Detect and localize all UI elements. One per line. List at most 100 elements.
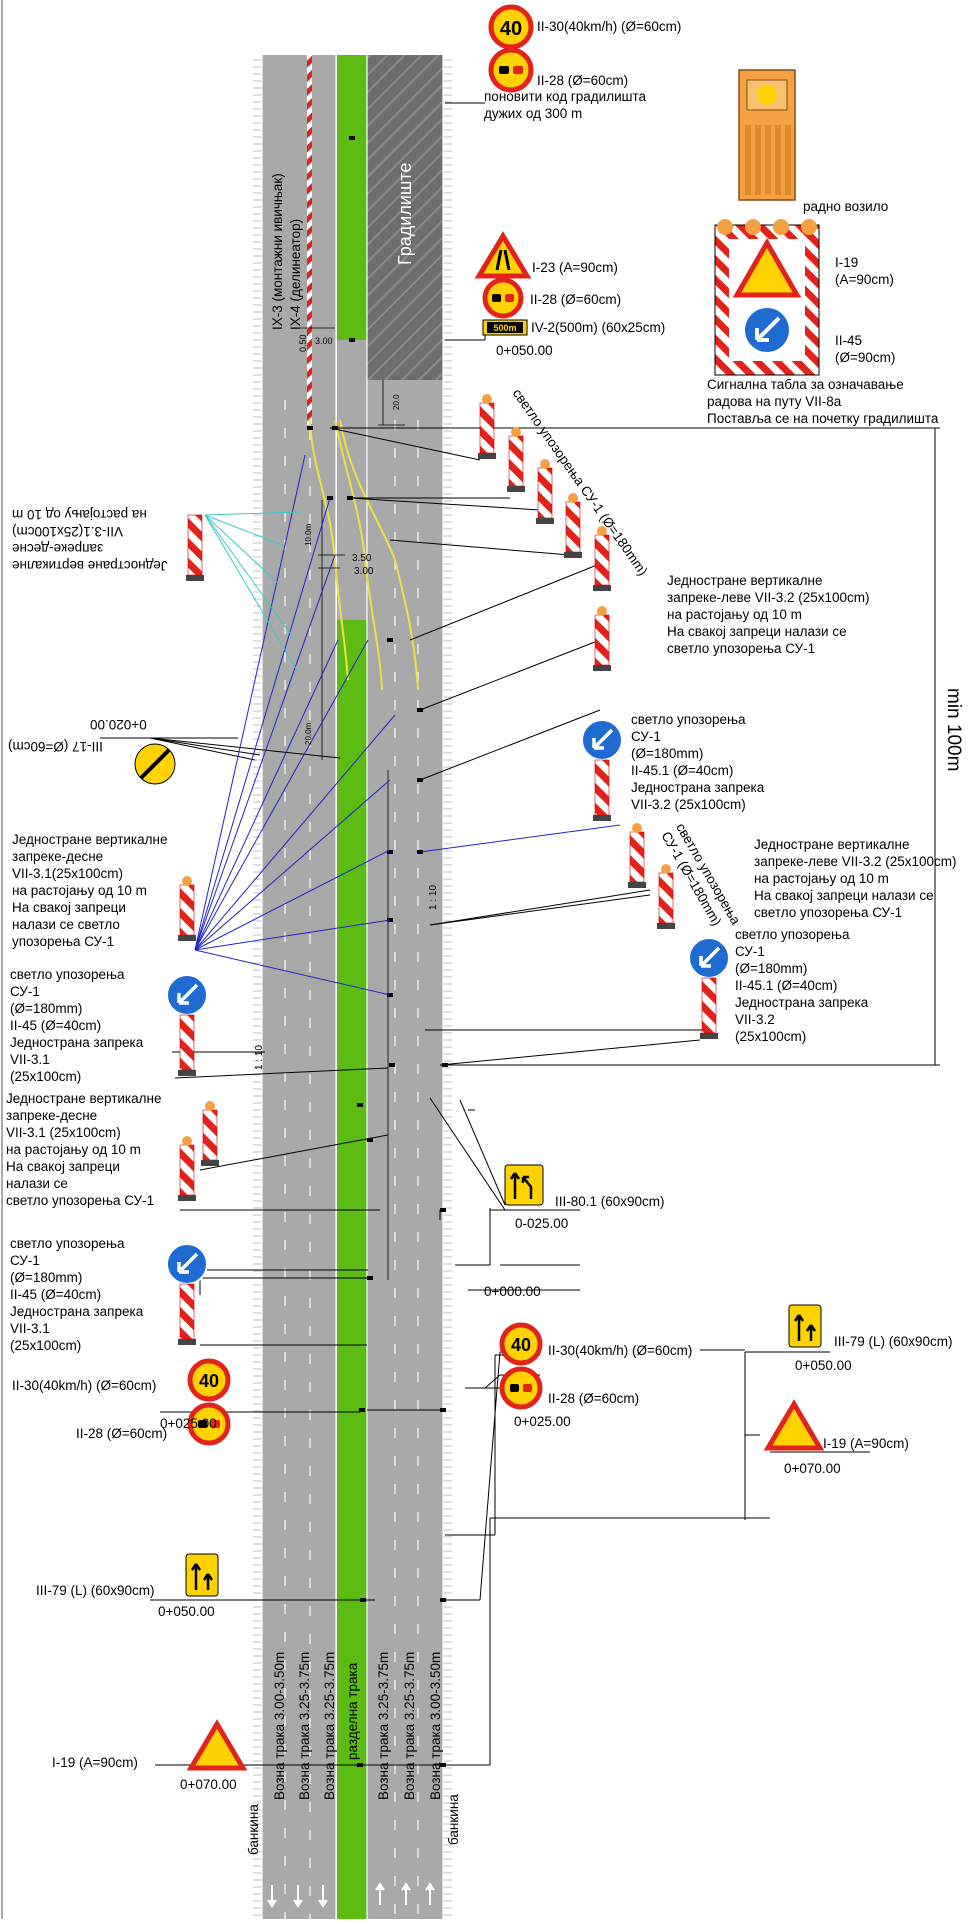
end-restriction-sign-icon [134,743,176,785]
keep-side-sign-icon [166,1243,208,1285]
left-barriers-flipped-label: Једностране вертикалне запреке-десне VII… [12,507,168,573]
left-barriers-a-label: Једностране вертикалне запреке-десне VII… [12,832,168,949]
dim-label-300: 3.00 [315,336,333,346]
barrier-icon [536,459,554,524]
delineator-taper [309,419,419,691]
keep-side-sign-icon [688,937,730,979]
warning-lamp-icon [568,493,578,503]
warning-lamp-icon [205,1101,215,1111]
road-narrows-sign-icon [474,231,532,279]
barrier-node [440,1408,446,1412]
worksite-label: Градилиште [395,162,415,265]
barrier-group [166,394,730,1345]
left-iii79-label: III-79 (L) (60x90cm) [36,1583,155,1598]
speed-limit-sign-icon: 40 [488,4,534,50]
median-hatch-zone [337,340,367,620]
lane-label-l1: Возна трака 3.00-3.50m [272,1651,287,1800]
left-chainage-025: 0+025.00 [160,1416,217,1431]
barrier-icon [178,1136,196,1201]
top-ii30-label: II-30(40km/h) (Ø=60cm) [537,19,682,34]
i23-label: I-23 (A=90cm) [532,260,618,275]
barrier-node [367,1138,373,1142]
dim-label-300b: 3.00 [354,566,374,577]
road-left-carriageway [262,55,336,1919]
work-vehicle-label: радно возило [803,199,889,214]
warning-lamp-icon [182,1136,192,1146]
lane-label-l3: Возна трака 3.25-3.75m [322,1651,337,1800]
barrier-node [359,1408,365,1412]
right-barriers-1-label: Једностране вертикалне запреке-леве VII-… [667,573,870,656]
median-label: разделна трака [345,1662,360,1760]
signal-board-icon [714,219,820,376]
lane-label-r3: Возна трака 3.00-3.50m [428,1651,443,1800]
left-chainage-050: 0+050.00 [158,1604,215,1619]
barrier-icon [178,876,196,941]
speed-sign-number: 40 [500,18,522,40]
right-chainage-070: 0+070.00 [784,1461,841,1476]
dim-label-200: 20.0 [392,394,401,410]
distance-plate-icon: 500m [482,319,528,336]
barrier-icon [700,977,718,1039]
work-vehicle-icon [738,69,796,201]
distance-plate-text: 500m [493,323,516,333]
warning-lamp-icon [661,864,671,874]
barrier-icon [657,864,675,929]
ratio-label-b: 1 : 10 [428,884,439,910]
iii80-label: III-80.1 (60x90cm) [555,1194,665,1209]
right-i19-label: I-19 (A=90cm) [823,1436,909,1451]
barrier-node [357,1103,363,1107]
bankina-left-label: банкина [246,1804,261,1855]
barrier-icon [478,394,496,459]
keep-side-sign-icon [166,974,208,1016]
sign-group: 40 500m [134,4,825,1908]
chainage-050-top: 0+050.00 [496,343,553,358]
barrier-node [349,136,355,140]
left-chainage-070: 0+070.00 [180,1777,237,1792]
lane-label-r2: Возна трака 3.25-3.75m [402,1651,417,1800]
speed-limit-sign-icon: 40 [187,1358,231,1402]
left-i19-label: I-19 (A=90cm) [52,1755,138,1770]
no-overtaking-sign-icon [488,47,534,93]
chainage-020-flipped: 0+020.00 [90,717,147,732]
dim-label-20: 20.0m [304,722,313,745]
left-barriers-b-label: Једностране вертикалне запреке-десне VII… [6,1091,162,1208]
left-su1-a-label: светло упозорења СУ-1 (Ø=180mm) II-45 (Ø… [10,967,144,1084]
blue-leader-lines [194,454,621,996]
lane-label-r1: Возна трака 3.25-3.75m [376,1651,391,1800]
dim-label-10: 10.0m [304,523,313,546]
road-works-sign-icon [763,1399,825,1451]
scale-ticks [253,59,452,1916]
no-overtaking-sign-icon [482,277,524,319]
left-su1-b-label: светло упозорења СУ-1 (Ø=180mm) II-45 (Ø… [10,1236,144,1353]
leader-lines [100,102,940,1766]
warning-lamp-icon [632,823,642,833]
direction-arrow-sign-icon [185,1553,219,1597]
barrier-icon [178,1014,196,1076]
barrier-node [387,850,393,854]
lane-markings [261,55,444,1919]
keep-side-sign-icon [581,719,623,761]
warning-lamp-icon [597,606,607,616]
barrier-icon [593,759,611,821]
barrier-icon [593,526,611,591]
dim-label-050: 0.50 [298,334,308,352]
no-overtaking-sign-icon [187,1402,231,1446]
right-ii28-label: II-28 (Ø=60cm) [548,1391,640,1406]
lane-shift-sign-icon [504,1164,544,1206]
road-works-sign-icon [732,237,802,298]
ii28-b-label: II-28 (Ø=60cm) [530,292,622,307]
left-ii30-label: II-30(40km/h) (Ø=60cm) [12,1378,157,1393]
barrier-node [367,1276,373,1280]
median-strip [337,55,367,1919]
ix3-label: IX-3 (монтажни ивичњак) [270,173,285,330]
right-ii30-label: II-30(40km/h) (Ø=60cm) [548,1343,693,1358]
right-chainage-025: 0+025.00 [514,1414,571,1429]
right-su1-a-label: светло упозорења СУ-1 (Ø=180mm) II-45.1 … [631,712,765,812]
barrier-icon [178,1283,196,1345]
left-ii28-label: II-28 (Ø=60cm) [76,1426,168,1441]
right-chainage-050: 0+050.00 [795,1358,852,1373]
dimension-lines [300,327,405,1280]
barrier-icon [507,427,525,492]
speed-sign-number: 40 [199,1371,219,1391]
